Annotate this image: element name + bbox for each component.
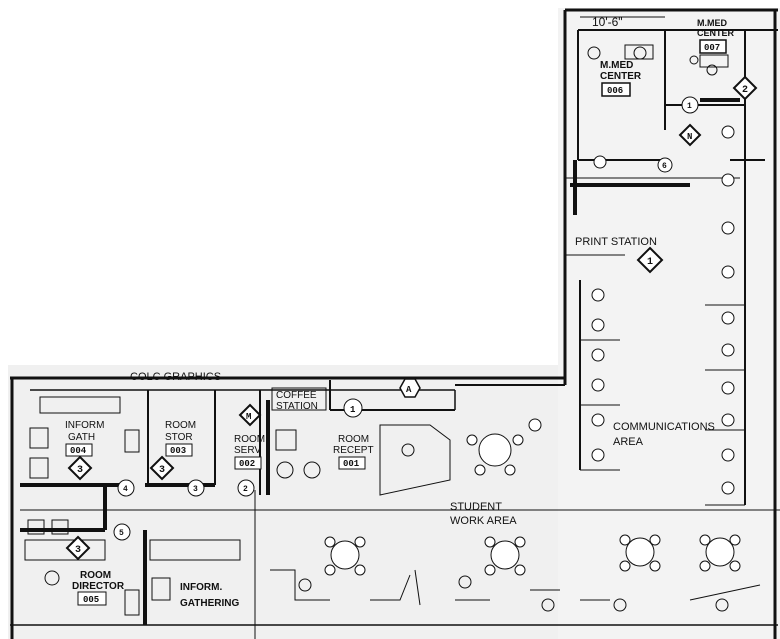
- coffee-station-line1: COFFEE: [276, 390, 317, 401]
- room-004-number: 004: [70, 446, 87, 456]
- room-004-tag-box: [65, 443, 93, 457]
- dimension-label: 10'-6": [592, 15, 623, 29]
- chairs-middle-column: [591, 155, 607, 462]
- room-006-tag-box: [601, 82, 631, 97]
- chairs-right-column: [721, 125, 735, 495]
- room-003-line2: STOR: [165, 432, 193, 443]
- communications-area-line1: COMMUNICATIONS: [613, 421, 715, 433]
- room-006-line2: CENTER: [600, 71, 642, 82]
- room-005-tag-box: [77, 591, 107, 606]
- room-003-number: 003: [170, 446, 186, 456]
- room-007-line1: M.MED: [697, 18, 727, 28]
- hexagon-tag-label: A: [406, 385, 412, 395]
- coffee-counter: [271, 387, 327, 411]
- right-workstation-partitions: [565, 160, 746, 506]
- diamond-tag-3c: 3: [75, 545, 81, 556]
- reception-desk: [379, 424, 451, 496]
- room-004-line1: INFORM: [65, 420, 104, 431]
- colc-graphics-label: COLC GRAPHICS: [130, 371, 221, 383]
- diamond-tags: 2 N 1 M 3 3 3: [65, 75, 758, 561]
- room-007-line2: CENTER: [697, 28, 735, 38]
- room-003-line1: ROOM: [165, 420, 196, 431]
- room-002-number: 002: [239, 459, 255, 469]
- room-006-line1: M.MED: [600, 60, 633, 71]
- diamond-tag-N: N: [687, 132, 692, 142]
- circle-tag-3: 3: [193, 485, 198, 494]
- gathering-seating: [149, 539, 241, 601]
- room-005-line2: DIRECTOR: [72, 581, 125, 592]
- diamond-tag-M: M: [246, 412, 251, 422]
- communications-area-line2: AREA: [613, 436, 644, 448]
- room-001-number: 001: [343, 459, 360, 469]
- bottom-cubicles: [270, 569, 761, 612]
- student-work-area-line2: WORK AREA: [450, 515, 517, 527]
- room-003-tag-box: [165, 443, 193, 457]
- seating-004: [29, 396, 140, 479]
- upper-wing-shading: [558, 8, 780, 639]
- room-006-number: 006: [607, 86, 623, 96]
- outer-walls: [10, 8, 778, 639]
- inform-gathering-line2: GATHERING: [180, 598, 239, 609]
- circle-tags: 1 6 1 4 3 2 5: [113, 96, 699, 541]
- circle-tag-5: 5: [119, 529, 124, 538]
- student-round-table: [466, 418, 542, 476]
- room-002-line2: SERV: [234, 445, 261, 456]
- lower-wing-walls: [11, 380, 780, 639]
- diamond-tag-1: 1: [647, 257, 653, 268]
- bottom-table-chairs: [324, 534, 741, 576]
- circle-tag-4: 4: [123, 485, 128, 494]
- bottom-round-tables: [330, 537, 735, 570]
- room-007-tag-box: [699, 39, 727, 54]
- room-007-number: 007: [704, 43, 720, 53]
- hexagon-tag-A: A: [399, 378, 421, 398]
- chairs-med-center: [587, 46, 718, 76]
- director-furniture: [24, 519, 140, 616]
- room-001-line1: ROOM: [338, 434, 369, 445]
- room-002-line1: ROOM: [234, 434, 265, 445]
- diamond-tag-3b: 3: [159, 465, 165, 476]
- circle-tag-1-recept: 1: [350, 405, 356, 415]
- circle-tag-6: 6: [662, 162, 667, 171]
- inform-gathering-line1: INFORM.: [180, 582, 222, 593]
- circle-tag-1-top: 1: [687, 102, 692, 111]
- diamond-tag-3a: 3: [77, 465, 83, 476]
- desk-007: [699, 54, 729, 68]
- student-work-area-line1: STUDENT: [450, 501, 502, 513]
- coffee-station-line2: STATION: [276, 401, 318, 412]
- room-005-number: 005: [83, 595, 99, 605]
- room-001-line2: RECEPT: [333, 445, 374, 456]
- circle-tag-2: 2: [243, 485, 248, 494]
- room-005-line1: ROOM: [80, 570, 111, 581]
- print-station-label: PRINT STATION: [575, 236, 657, 248]
- seating-recept-lounge: [275, 429, 321, 479]
- room-002-tag-box: [234, 456, 262, 470]
- room-004-line2: GATH: [68, 432, 95, 443]
- diamond-tag-2: 2: [742, 85, 748, 96]
- room-001-tag-box: [338, 456, 366, 470]
